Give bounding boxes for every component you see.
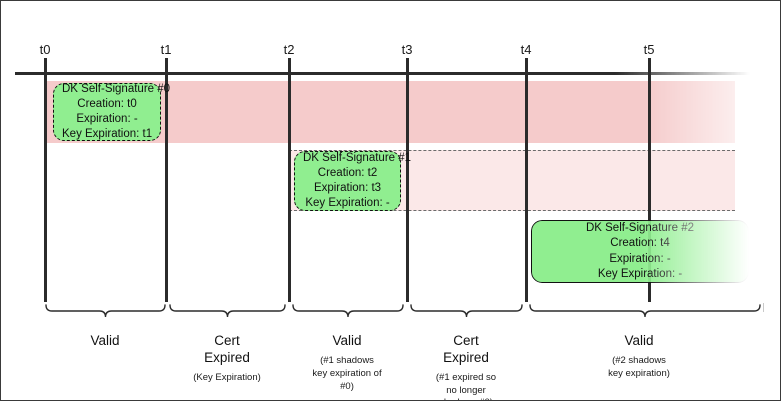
timeline-axis [15,72,760,75]
signature-box-2-line-2: Expiration: - [609,252,671,265]
label-interval-t4-end: Valid (#2 shadows key expiration) [564,333,714,381]
signature-box-2-line-3: Key Expiration: - [597,267,683,280]
signature-box-2-line-1: Creation: t4 [610,237,670,250]
tick-line-t0 [44,58,47,302]
label-interval-t0-t1-title: Valid [90,333,120,348]
signature-box-2-line-0: DK Self-Signature #2 [585,222,695,235]
label-interval-t4-end-note: (#2 shadows key expiration) [608,354,670,379]
signature-box-0: DK Self-Signature #0 Creation: t0 Expirati… [53,82,171,141]
tick-label-t0: t0 [39,42,51,57]
brace-interval-t1-t2 [169,304,286,324]
tick-label-t5: t5 [643,42,655,57]
label-interval-t1-t2: Cert Expired (Key Expiration) [152,333,302,385]
tick-label-t3: t3 [401,42,413,57]
signature-box-0-line-0: DK Self-Signature #0 [62,82,171,95]
label-interval-t2-t3-title: Valid [332,333,362,348]
brace-interval-t3-t4 [410,304,523,324]
tick-line-t1 [165,58,168,302]
label-interval-t1-t2-title: Cert Expired [204,333,250,365]
tick-label-t2: t2 [283,42,295,57]
signature-box-0-line-2: Expiration: - [76,113,138,125]
signature-box-2: DK Self-Signature #2 Creation: t4 Expirati… [531,220,749,283]
label-interval-t0-t1: Valid [30,333,180,350]
signature-box-1-line-1: Creation: t2 [317,166,378,179]
label-interval-t3-t4-note: (#1 expired so no longer shadows #0) [435,371,497,400]
brace-interval-t4-end [529,304,761,324]
signature-box-1: DK Self-Signature #1 Creation: t2 Expirati… [294,151,412,211]
brace-interval-t2-t3 [292,304,404,324]
signature-box-1-line-0: DK Self-Signature #1 [303,151,412,164]
signature-box-0-line-1: Creation: t0 [77,97,137,110]
signature-box-0-line-3: Key Expiration: t1 [62,128,153,141]
tick-line-t5 [648,58,651,302]
tick-line-t4 [525,58,528,302]
label-interval-t4-end-title: Valid [624,333,654,348]
signature-box-1-line-2: Expiration: t3 [313,182,382,194]
tick-label-t4: t4 [520,42,532,57]
label-interval-t3-t4-title: Cert Expired [443,333,489,365]
label-interval-t2-t3-note: (#1 shadows key expiration of #0) [312,354,382,392]
brace-interval-t0-t1 [45,304,166,324]
tick-line-t3 [406,58,409,302]
tick-label-t1: t1 [160,42,172,57]
residual-tick-mark [763,303,764,312]
label-interval-t3-t4: Cert Expired (#1 expired so no longer sha… [391,333,541,400]
label-interval-t2-t3: Valid (#1 shadows key expiration of #0) [272,333,422,393]
tick-line-t2 [288,58,291,302]
signature-box-1-line-3: Key Expiration: - [305,197,390,210]
label-interval-t1-t2-note: (Key Expiration) [193,371,261,383]
